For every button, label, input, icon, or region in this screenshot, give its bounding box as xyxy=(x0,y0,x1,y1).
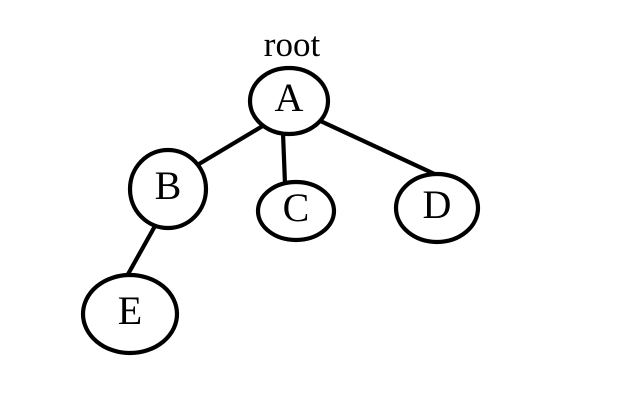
node-label-a: A xyxy=(275,75,304,120)
node-label-c: C xyxy=(283,185,310,230)
node-circle-e xyxy=(80,272,180,356)
root-caption-label: root xyxy=(264,25,321,64)
tree-node-d[interactable]: D xyxy=(393,171,481,245)
tree-edge-a-d xyxy=(311,115,444,180)
node-circle-c xyxy=(255,179,337,243)
node-circle-b xyxy=(127,147,209,231)
node-label-d: D xyxy=(423,182,452,227)
tree-edge-a-c xyxy=(280,130,288,187)
nodes-group: A B C D E xyxy=(80,65,481,356)
node-circle-a xyxy=(247,65,331,137)
tree-node-c[interactable]: C xyxy=(255,179,337,243)
node-label-b: B xyxy=(155,163,182,208)
tree-node-a[interactable]: A xyxy=(247,65,331,137)
node-circle-d xyxy=(393,171,481,245)
node-label-e: E xyxy=(118,288,142,333)
edges-group xyxy=(124,115,444,279)
tree-node-e[interactable]: E xyxy=(80,272,180,356)
tree-edge-a-b xyxy=(196,121,269,167)
tree-node-b[interactable]: B xyxy=(127,147,209,231)
tree-edge-b-e xyxy=(124,223,158,279)
